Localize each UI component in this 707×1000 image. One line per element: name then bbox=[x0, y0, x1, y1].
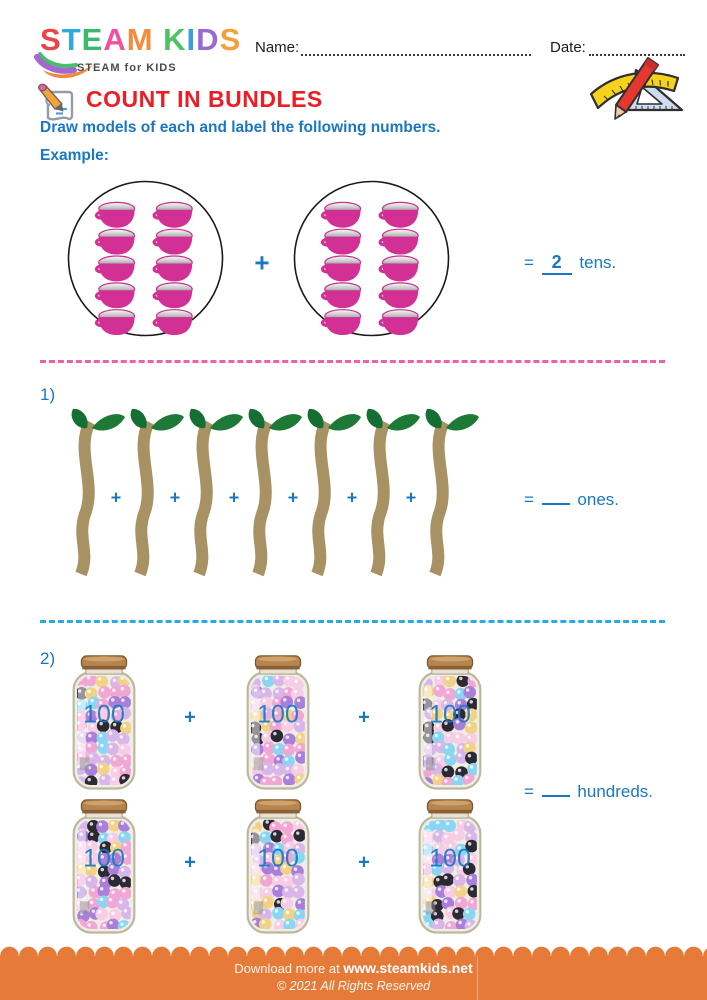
footer-download-prefix: Download more at bbox=[234, 961, 344, 976]
footer-scallop-edge bbox=[0, 946, 707, 956]
plus-sign: + bbox=[228, 487, 240, 508]
jar-count-label: 100 bbox=[429, 844, 471, 873]
cup-icon bbox=[94, 255, 136, 282]
sprout-icon bbox=[116, 406, 186, 583]
plus-sign: + bbox=[184, 851, 196, 874]
cup-icon bbox=[152, 228, 193, 255]
name-blank-line bbox=[301, 42, 531, 56]
jar-icon: 100 bbox=[65, 655, 143, 792]
equals-sign: = bbox=[524, 782, 534, 801]
cup-bundle-circle bbox=[66, 179, 225, 343]
date-label: Date: bbox=[550, 39, 586, 56]
logo-letter: T bbox=[61, 22, 82, 57]
example-answer-blank: 2 bbox=[541, 252, 572, 275]
plus-sign: + bbox=[346, 487, 358, 508]
logo-letter: E bbox=[81, 22, 104, 57]
cup-icon bbox=[152, 255, 193, 282]
footer-download-text: Download more at www.steamkids.net bbox=[0, 960, 707, 976]
plus-sign: + bbox=[405, 487, 417, 508]
equals-sign: = bbox=[524, 253, 534, 272]
plus-sign: + bbox=[358, 851, 370, 874]
footer-copyright: © 2021 All Rights Reserved bbox=[276, 979, 431, 993]
jar-icon: 100 bbox=[411, 655, 489, 792]
instruction-text: Draw models of each and label the follow… bbox=[40, 119, 441, 136]
logo-letter: M bbox=[126, 22, 154, 57]
jar-icon: 100 bbox=[239, 655, 317, 792]
jar-icon: 100 bbox=[65, 799, 143, 936]
cup-icon bbox=[320, 282, 362, 309]
date-blank-line bbox=[589, 42, 685, 56]
logo-letter: D bbox=[196, 22, 220, 57]
sprout-icon bbox=[57, 406, 127, 583]
steam-kids-logo: STEAM KIDS bbox=[40, 24, 241, 55]
logo-letter: I bbox=[186, 22, 197, 57]
cup-icon bbox=[320, 309, 362, 336]
question-1-number: 1) bbox=[40, 385, 56, 404]
example-equation: = 2 tens. bbox=[524, 252, 616, 275]
sprout-icon bbox=[175, 406, 245, 583]
cup-icon bbox=[378, 309, 419, 336]
jar-count-label: 100 bbox=[83, 700, 125, 729]
sprout-icon bbox=[411, 406, 481, 583]
logo-letter: A bbox=[103, 22, 127, 57]
jar-count-label: 100 bbox=[429, 700, 471, 729]
logo-letter: S bbox=[40, 22, 62, 57]
footer-vertical-divider bbox=[477, 956, 478, 1000]
cup-icon bbox=[94, 282, 136, 309]
question-1-unit: ones. bbox=[577, 490, 619, 509]
sprout-icon bbox=[234, 406, 304, 583]
equals-sign: = bbox=[524, 490, 534, 509]
question-2-equation: = hundreds. bbox=[524, 780, 653, 802]
footer-site-url: www.steamkids.net bbox=[343, 960, 473, 976]
logo-letter bbox=[154, 22, 164, 57]
cup-icon bbox=[378, 201, 419, 228]
cup-icon bbox=[378, 255, 419, 282]
ruler-setsquare-pencil-icon bbox=[589, 57, 684, 120]
footer-bar bbox=[0, 956, 707, 1000]
plus-sign: + bbox=[169, 487, 181, 508]
question-2-unit: hundreds. bbox=[577, 782, 654, 801]
cup-icon bbox=[94, 228, 136, 255]
question-1-equation: = ones. bbox=[524, 488, 619, 510]
logo-letter: K bbox=[163, 22, 187, 57]
jar-icon: 100 bbox=[411, 799, 489, 936]
logo-swoosh-icon bbox=[34, 52, 93, 79]
page-title: COUNT IN BUNDLES bbox=[86, 86, 323, 112]
name-label: Name: bbox=[255, 39, 300, 56]
cup-icon bbox=[152, 201, 193, 228]
cup-icon bbox=[378, 282, 419, 309]
plus-sign: + bbox=[184, 706, 196, 729]
plus-sign: + bbox=[110, 487, 122, 508]
cup-icon bbox=[320, 255, 362, 282]
sprout-icon bbox=[352, 406, 422, 583]
logo-tagline: STEAM for KIDS bbox=[77, 62, 177, 74]
cup-icon bbox=[378, 228, 419, 255]
plus-sign: + bbox=[254, 247, 270, 278]
plus-sign: + bbox=[358, 706, 370, 729]
plus-sign: + bbox=[287, 487, 299, 508]
jar-icon: 100 bbox=[239, 799, 317, 936]
cup-icon bbox=[152, 309, 193, 336]
cup-bundle-circle bbox=[292, 179, 451, 343]
cup-icon bbox=[94, 201, 136, 228]
section-divider bbox=[40, 620, 665, 623]
question-2-number: 2) bbox=[40, 649, 56, 668]
question-2-answer-blank bbox=[541, 780, 570, 797]
sprout-icon bbox=[293, 406, 363, 583]
cup-icon bbox=[320, 228, 362, 255]
jar-count-label: 100 bbox=[257, 700, 299, 729]
cup-icon bbox=[152, 282, 193, 309]
example-unit: tens. bbox=[579, 253, 617, 272]
cup-icon bbox=[320, 201, 362, 228]
question-1-answer-blank bbox=[541, 488, 570, 505]
section-divider bbox=[40, 360, 665, 363]
jar-count-label: 100 bbox=[83, 844, 125, 873]
footer: Download more at www.steamkids.net © 202… bbox=[0, 946, 707, 1000]
logo-letter: S bbox=[219, 22, 242, 57]
jar-count-label: 100 bbox=[257, 844, 299, 873]
pencil-paper-icon bbox=[38, 83, 74, 121]
cup-icon bbox=[94, 309, 136, 336]
example-label: Example: bbox=[40, 147, 109, 164]
